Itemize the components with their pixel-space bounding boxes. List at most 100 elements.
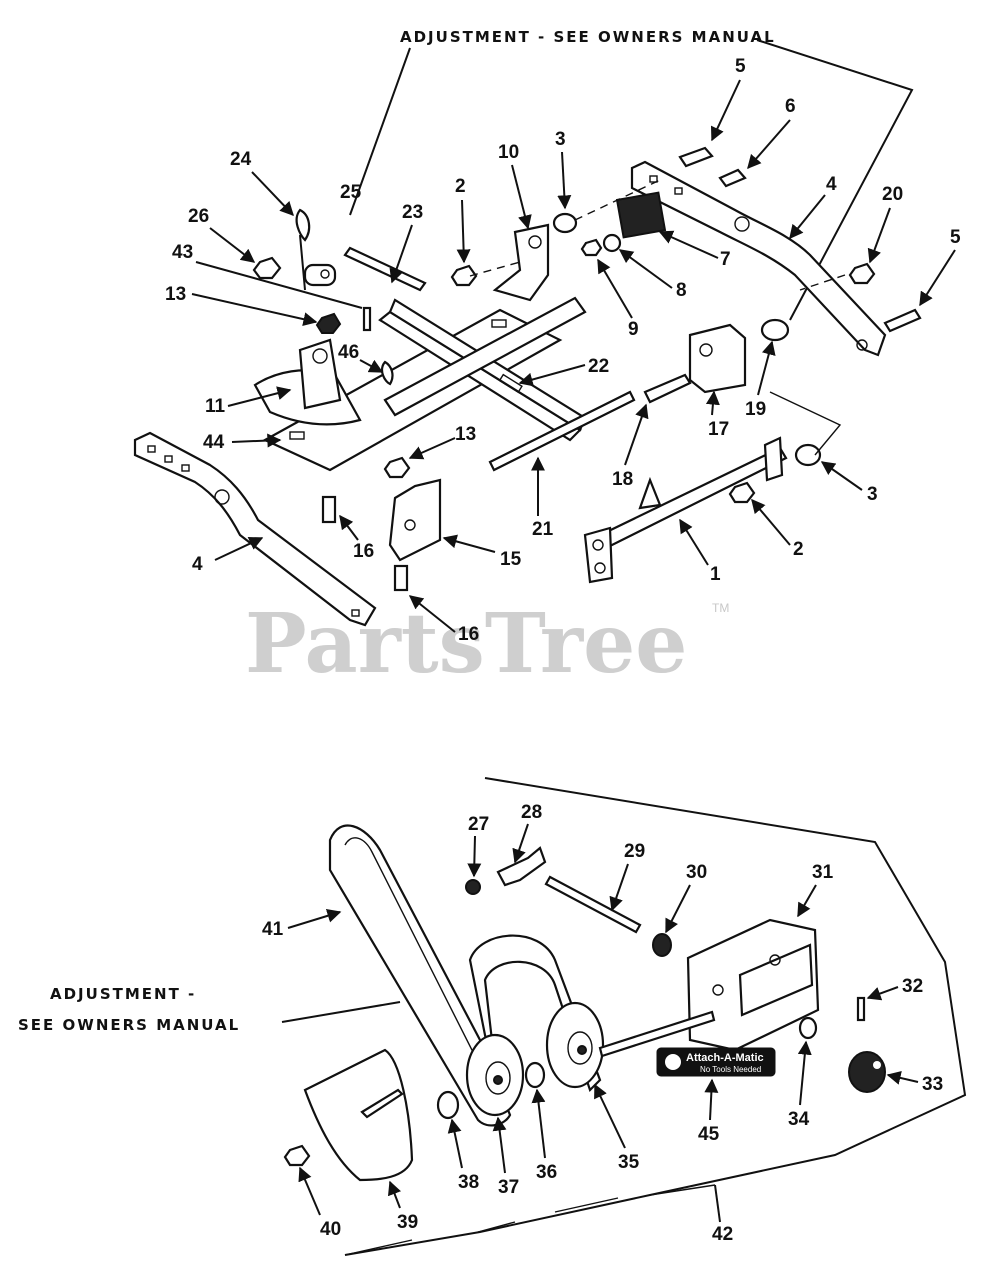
washer-34-part [798,1016,818,1040]
washer-8-part [602,233,622,253]
callout-4-right: 4 [826,174,837,195]
callout-30: 30 [686,862,707,883]
callout-22: 22 [588,356,609,377]
rod-29-part [544,875,642,934]
left-adjustment-note-line1: ADJUSTMENT - [50,985,196,1003]
bolt-18-part [643,373,692,404]
screw-rod-part [598,1010,716,1058]
callout-13-top: 13 [165,284,186,305]
belt-guard-39-part [303,1048,414,1182]
spacer-38-part [436,1090,460,1120]
note-leader-right [756,39,914,321]
hairpin-24-part [295,208,311,242]
clevis-25-part [303,263,337,287]
callout-27: 27 [468,814,489,835]
callout-32: 32 [902,976,923,997]
callout-40: 40 [320,1219,341,1240]
callout-2-lower: 2 [793,539,804,560]
trademark-text: TM [712,601,729,615]
bottom-callouts: 27 28 29 30 31 41 32 33 34 45 35 36 37 3… [262,802,943,1256]
callout-4-left: 4 [192,554,203,575]
callout-26: 26 [188,206,209,227]
assembly-outline [344,777,967,1256]
callout-42: 42 [712,1224,733,1245]
callout-23: 23 [402,202,423,223]
knob-33-part [848,1051,886,1093]
callout-8: 8 [676,280,687,301]
callout-6: 6 [785,96,796,117]
callout-5-right: 5 [950,227,961,248]
block-17-part [688,323,747,394]
callout-17: 17 [708,419,729,440]
watermark-text: PartsTree [245,596,687,692]
bracket-10-part [492,223,550,302]
top-adjustment-note: ADJUSTMENT - SEE OWNERS MANUAL [400,28,776,46]
note-leader-left [349,47,411,216]
block-7-part [615,191,667,239]
callout-41: 41 [262,919,284,940]
bolt-5-right-part [883,308,922,333]
lift-arm-right-part [630,160,887,357]
bolt-16-lower-part [393,564,409,592]
callout-3-lower: 3 [867,484,878,505]
callout-34: 34 [788,1109,810,1130]
rod-part [488,390,636,472]
lift-arm-left-part [133,431,377,627]
callout-31: 31 [812,862,834,883]
nut-2-lower-part [728,481,756,504]
spacer-36-part [524,1061,546,1089]
shaft-1-part [583,436,788,584]
spacer-19-part [760,318,790,342]
callout-44: 44 [203,432,225,453]
pulley-37-part [465,1033,525,1117]
callout-35: 35 [618,1152,640,1173]
callout-39: 39 [397,1212,418,1233]
callout-19: 19 [745,399,766,420]
nut-13-top-part [315,312,342,334]
callout-2-top: 2 [455,176,466,197]
badge-title: Attach-A-Matic [686,1052,764,1064]
callout-1: 1 [710,564,721,585]
washer-27-part [465,879,481,895]
pin-32-part [856,996,866,1022]
callout-9: 9 [628,319,639,340]
pulley-35-part [545,1001,605,1089]
bracket-15-part [388,478,442,562]
callout-11: 11 [205,396,226,417]
attach-a-matic-badge: Attach-A-Matic No Tools Needed [656,1047,776,1077]
callout-38: 38 [458,1172,479,1193]
callout-20: 20 [882,184,903,205]
nut-9-part [580,238,603,257]
callout-24: 24 [230,149,252,170]
badge-subtitle: No Tools Needed [700,1065,761,1074]
nut-26-part [252,256,282,280]
callout-16-lower: 16 [458,624,479,645]
callout-28: 28 [521,802,542,823]
callout-16-upper: 16 [353,541,374,562]
washer-30-part [652,933,672,957]
bolt-5-top-part [678,146,714,168]
callout-25: 25 [340,182,362,203]
callout-37: 37 [498,1177,519,1198]
callout-15: 15 [500,549,522,570]
bolt-6-part [718,168,747,188]
spacer-3-lower-part [794,443,822,467]
callout-7: 7 [720,249,731,270]
clevis-28-part [496,846,547,887]
callout-46: 46 [338,342,359,363]
callout-18: 18 [612,469,633,490]
callout-45: 45 [698,1124,720,1145]
callout-3-top: 3 [555,129,566,150]
bolt-16-upper-part [321,495,337,524]
nut-40-part [283,1144,311,1167]
callout-5-top: 5 [735,56,746,77]
left-adjustment-note-line2: SEE OWNERS MANUAL [18,1016,240,1034]
callout-29: 29 [624,841,645,862]
callout-13-lower: 13 [455,424,476,445]
callout-21: 21 [532,519,554,540]
callout-10: 10 [498,142,519,163]
callout-43: 43 [172,242,193,263]
hitch-31-part [686,918,820,1052]
